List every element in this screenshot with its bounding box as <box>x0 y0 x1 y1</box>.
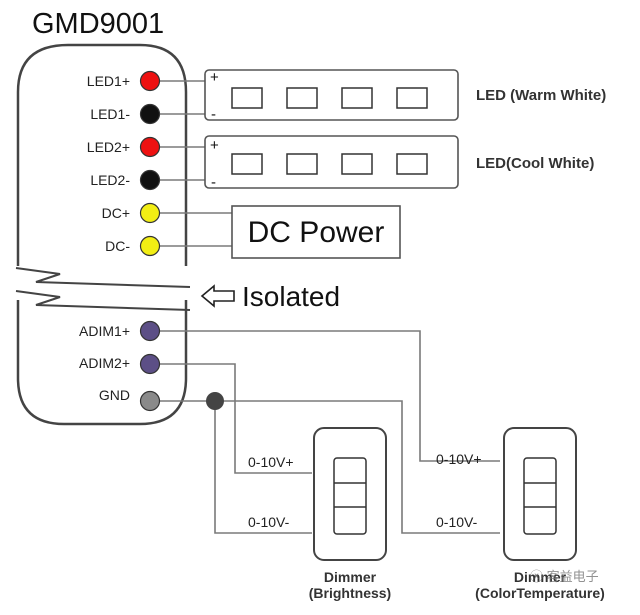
pin-adim2 <box>139 353 161 375</box>
module-title: GMD9001 <box>32 8 164 40</box>
left-arrow-icon <box>200 284 235 308</box>
pin-label-dc-minus: DC- <box>105 238 130 254</box>
dimmer2-v-minus-label: 0-10V- <box>436 514 478 530</box>
led-strip-warm <box>204 69 459 121</box>
strip1-label: LED (Warm White) <box>476 87 606 104</box>
wire-adim1 <box>160 330 500 462</box>
led-chip <box>231 153 263 175</box>
pin-label-gnd: GND <box>99 387 130 403</box>
dimmer1-v-plus-label: 0-10V+ <box>248 454 294 470</box>
strip1-minus-sign: - <box>211 106 216 123</box>
dimmer2-label-line2: (ColorTemperature) <box>475 585 605 601</box>
led-strip-cool <box>204 135 459 189</box>
isolated-label: Isolated <box>242 281 340 312</box>
dimmer1-label-line2: (Brightness) <box>309 585 391 601</box>
pin-led1-minus <box>139 103 161 125</box>
dc-power-label: DC Power <box>248 216 385 249</box>
pin-led2-plus <box>139 136 161 158</box>
led-chip <box>396 153 428 175</box>
pin-label-led1-plus: LED1+ <box>87 73 130 89</box>
pin-label-adim1: ADIM1+ <box>79 323 130 339</box>
gnd-junction-dot <box>206 392 224 410</box>
dimmer2-v-plus-label: 0-10V+ <box>436 451 482 467</box>
dimmer2-label-line1: Dimmer <box>514 569 567 585</box>
pin-label-adim2: ADIM2+ <box>79 355 130 371</box>
pin-label-led2-minus: LED2- <box>90 172 130 188</box>
led-chip <box>286 87 318 109</box>
pin-led2-minus <box>139 169 161 191</box>
strip2-minus-sign: - <box>211 174 216 191</box>
pin-gnd <box>139 390 161 412</box>
led-chip <box>341 87 373 109</box>
dimmer1-v-minus-label: 0-10V- <box>248 514 290 530</box>
led-chip <box>231 87 263 109</box>
strip2-label: LED(Cool White) <box>476 155 594 172</box>
dimmer-color-temperature <box>503 427 577 561</box>
pin-dc-minus <box>139 235 161 257</box>
strip1-plus-sign: + <box>210 69 219 86</box>
dimmer1-label-line1: Dimmer <box>324 569 377 585</box>
strip2-plus-sign: + <box>210 137 219 154</box>
dimmer-brightness <box>313 427 387 561</box>
pin-label-led1-minus: LED1- <box>90 106 130 122</box>
wire-gnd <box>160 400 500 534</box>
pin-label-led2-plus: LED2+ <box>87 139 130 155</box>
led-chip <box>341 153 373 175</box>
watermark: ⓧ 客益电子 <box>530 569 599 584</box>
led-chip <box>286 153 318 175</box>
pin-label-dc-plus: DC+ <box>102 205 130 221</box>
wire-adim2 <box>160 363 312 474</box>
pin-dc-plus <box>139 202 161 224</box>
dc-power-box <box>231 205 401 259</box>
pin-led1-plus <box>139 70 161 92</box>
led-chip <box>396 87 428 109</box>
wire-gnd-branch <box>214 401 312 534</box>
pin-adim1 <box>139 320 161 342</box>
isolation-break <box>15 266 191 311</box>
wires <box>160 80 500 534</box>
